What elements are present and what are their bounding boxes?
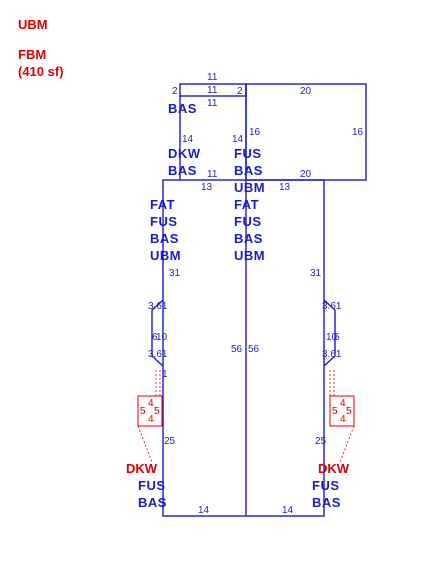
room-center-7: UBM [234, 248, 265, 263]
dim-bottom-14b: 14 [282, 505, 294, 516]
room-center-6: BAS [234, 231, 263, 246]
dim-top-2a: 2 [172, 86, 178, 97]
room-center-2: BAS [234, 163, 263, 178]
dim-center-56a: 56 [231, 344, 243, 355]
dim-right-16b: 16 [352, 127, 364, 138]
room-center-3: UBM [234, 180, 265, 195]
dim-left-361a: 3.61 [148, 301, 168, 312]
dim-top-11a: 11 [207, 72, 218, 83]
dim-right-361b: 3.61 [322, 349, 342, 360]
room-bottom-left-1: DKW [126, 461, 158, 476]
room-top-bas: BAS [168, 101, 197, 116]
room-center-5: FUS [234, 214, 262, 229]
main-body [162, 179, 325, 517]
dim-left-25: 25 [164, 436, 176, 447]
red-markers: 4 5 5 4 4 5 5 4 [137, 370, 355, 463]
dim-left-14a: 14 [182, 134, 194, 145]
dim-top-2b: 2 [237, 86, 243, 97]
room-left-upper-2: BAS [168, 163, 197, 178]
dim-right-6: 6 [334, 332, 340, 343]
box-right-5b: 5 [346, 406, 352, 417]
area-value: (410 sf) [18, 64, 64, 79]
dim-top-20a: 20 [300, 86, 312, 97]
dim-mid-20b: 20 [300, 169, 312, 180]
dim-mid-11: 11 [207, 169, 218, 180]
walls [151, 83, 367, 517]
dim-left-1: 1 [162, 369, 168, 380]
dim-right-31: 31 [310, 268, 322, 279]
dim-center-56b: 56 [248, 344, 260, 355]
right-red-box [329, 395, 355, 427]
area-label: FBM [18, 47, 46, 62]
room-center-1: FUS [234, 146, 262, 161]
box-right-4a: 4 [340, 398, 346, 409]
dim-top-11b: 11 [207, 85, 218, 96]
dim-left-6: 6 [152, 332, 158, 343]
dim-left-31: 31 [169, 268, 181, 279]
box-left-5a: 5 [140, 406, 146, 417]
dim-right-16a: 16 [249, 127, 261, 138]
box-left-4a: 4 [148, 398, 154, 409]
room-bottom-right-1: DKW [318, 461, 350, 476]
room-bottom-left-2: FUS [138, 478, 166, 493]
room-left-main-2: FUS [150, 214, 178, 229]
room-left-main-3: BAS [150, 231, 179, 246]
dim-left-14b: 14 [232, 134, 244, 145]
room-bottom-right-2: FUS [312, 478, 340, 493]
dim-mid-13b: 13 [279, 182, 291, 193]
dim-right-361a: 3.61 [322, 301, 342, 312]
room-center-4: FAT [234, 197, 259, 212]
dim-bottom-14a: 14 [198, 505, 210, 516]
left-bay [151, 299, 164, 367]
box-right-5a: 5 [332, 406, 338, 417]
room-bottom-right-3: BAS [312, 495, 341, 510]
dim-right-10: 10 [326, 332, 338, 343]
room-left-main-4: UBM [150, 248, 181, 263]
dim-mid-13a: 13 [201, 182, 213, 193]
left-red-box [137, 395, 163, 427]
header-title: UBM [18, 17, 48, 32]
room-bottom-left-3: BAS [138, 495, 167, 510]
box-left-5b: 5 [154, 406, 160, 417]
dim-top-11c: 11 [207, 98, 218, 109]
dim-left-361b: 3.61 [148, 349, 168, 360]
right-upper-box [245, 83, 367, 181]
right-bay [323, 299, 336, 367]
box-left-4b: 4 [148, 414, 154, 425]
box-right-4b: 4 [340, 414, 346, 425]
room-left-upper-1: DKW [168, 146, 201, 161]
dim-left-10: 10 [156, 332, 168, 343]
dim-right-25: 25 [315, 436, 327, 447]
room-left-main-1: FAT [150, 197, 175, 212]
